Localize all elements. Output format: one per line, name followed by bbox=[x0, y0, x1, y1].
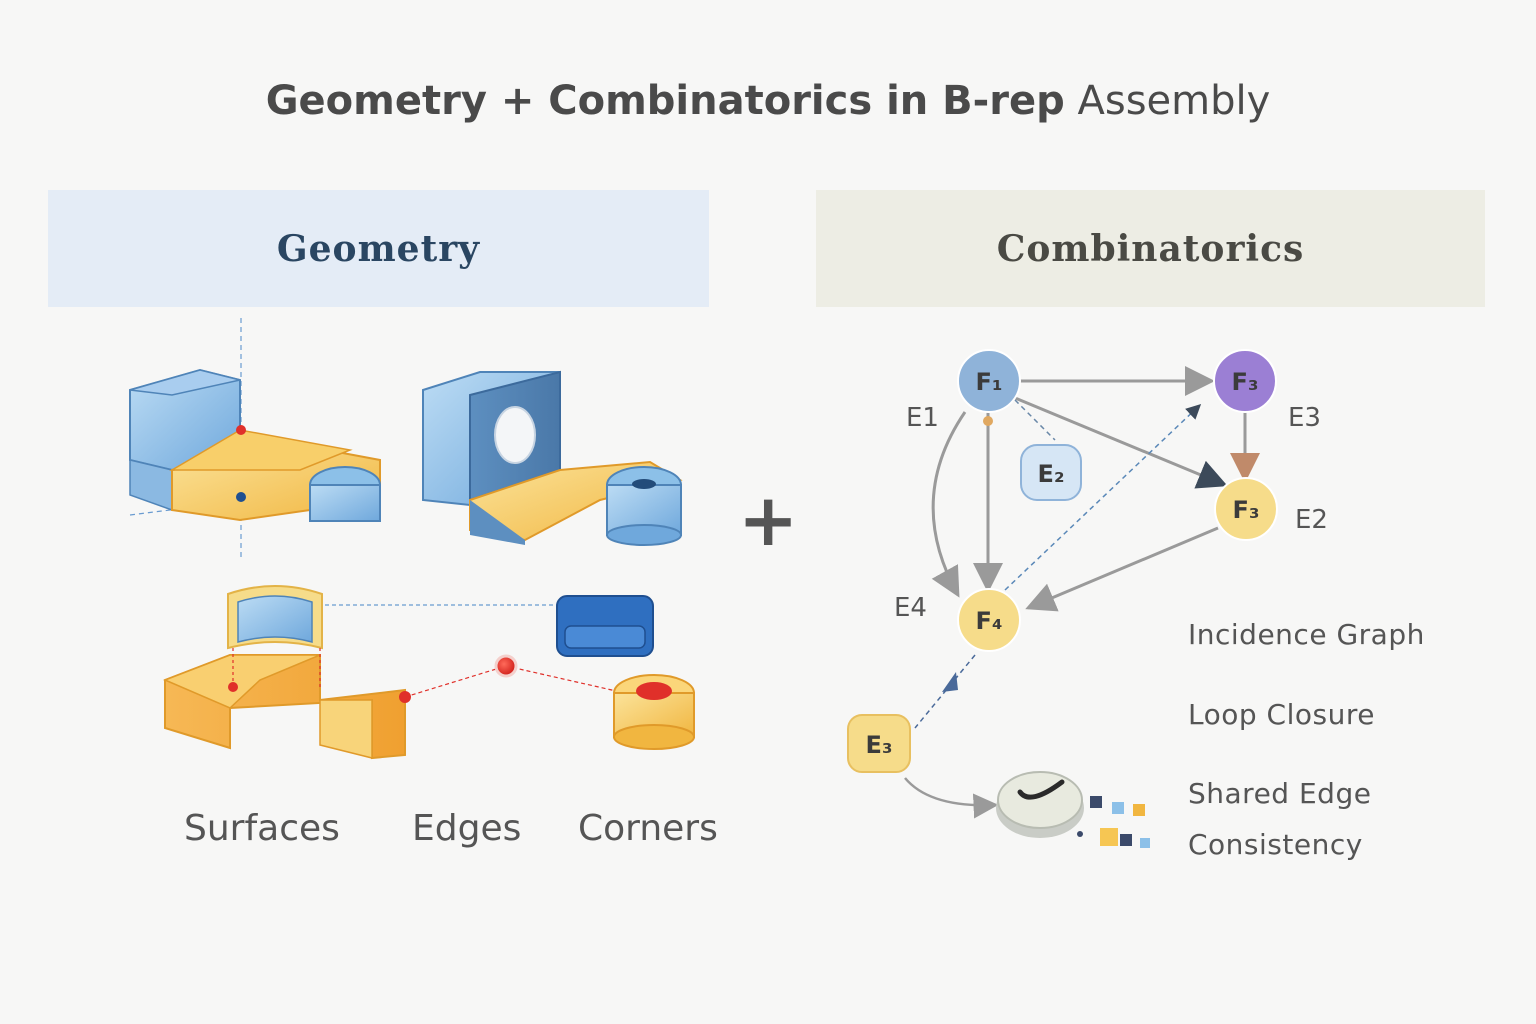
corners-illustration bbox=[556, 595, 695, 750]
graph-edge bbox=[931, 411, 967, 598]
title-light: Assembly bbox=[1077, 78, 1271, 124]
geometry-heading: Geometry bbox=[276, 227, 481, 270]
node-f4-label: F₄ bbox=[976, 607, 1003, 635]
edge-label-e3: E3 bbox=[1288, 403, 1321, 433]
graph-arrowhead bbox=[942, 672, 958, 692]
corners-label: Corners bbox=[578, 808, 718, 849]
node-f3-top-label: F₃ bbox=[1232, 368, 1259, 396]
graph-junction bbox=[983, 416, 993, 426]
bracket-part-2 bbox=[422, 370, 683, 546]
edge-dot bbox=[494, 654, 518, 678]
vertex-dot bbox=[228, 682, 238, 692]
node-f1-label: F₁ bbox=[976, 368, 1003, 396]
node-e2-label: E₂ bbox=[1038, 460, 1065, 488]
graph-edge bbox=[1014, 396, 1228, 489]
title-bold: Geometry + Combinatorics in B-rep bbox=[265, 78, 1065, 124]
small-cubes-icon bbox=[1077, 796, 1150, 848]
graph-edge bbox=[1025, 526, 1219, 612]
edges-label: Edges bbox=[412, 808, 522, 849]
edge-label-e1: E1 bbox=[906, 403, 939, 433]
check-badge-icon bbox=[996, 771, 1084, 838]
node-f3-mid: F₃ bbox=[1214, 477, 1278, 541]
node-e2: E₂ bbox=[1020, 444, 1082, 501]
geometry-panel-header: Geometry bbox=[48, 190, 709, 307]
plus-operator: + bbox=[738, 478, 799, 562]
node-e3-label: E₃ bbox=[866, 731, 893, 759]
vertex-dot bbox=[236, 425, 246, 435]
legend-incidence-graph: Incidence Graph bbox=[1188, 618, 1425, 651]
bracket-part-1 bbox=[129, 368, 381, 522]
combinatorics-panel-header: Combinatorics bbox=[816, 190, 1485, 307]
node-f3-mid-label: F₃ bbox=[1233, 496, 1260, 524]
graph-edge bbox=[1014, 399, 1056, 441]
page-title: Geometry + Combinatorics in B-rep Assemb… bbox=[0, 78, 1536, 124]
legend-consistency: Consistency bbox=[1188, 828, 1363, 861]
surfaces-illustration bbox=[163, 585, 406, 760]
node-f4: F₄ bbox=[957, 588, 1021, 652]
surfaces-label: Surfaces bbox=[184, 808, 340, 849]
legend-shared-edge: Shared Edge bbox=[1188, 777, 1372, 810]
edge-label-e2: E2 bbox=[1295, 505, 1328, 535]
graph-edge bbox=[904, 777, 999, 819]
node-e3: E₃ bbox=[847, 714, 911, 773]
node-f1: F₁ bbox=[957, 349, 1021, 413]
edge-dot bbox=[399, 691, 411, 703]
edge-label-e4: E4 bbox=[894, 593, 927, 623]
legend-loop-closure: Loop Closure bbox=[1188, 698, 1375, 731]
node-f3-top: F₃ bbox=[1213, 349, 1277, 413]
combinatorics-heading: Combinatorics bbox=[996, 227, 1305, 270]
vertex-dot bbox=[236, 492, 246, 502]
edges-illustration bbox=[325, 604, 626, 703]
